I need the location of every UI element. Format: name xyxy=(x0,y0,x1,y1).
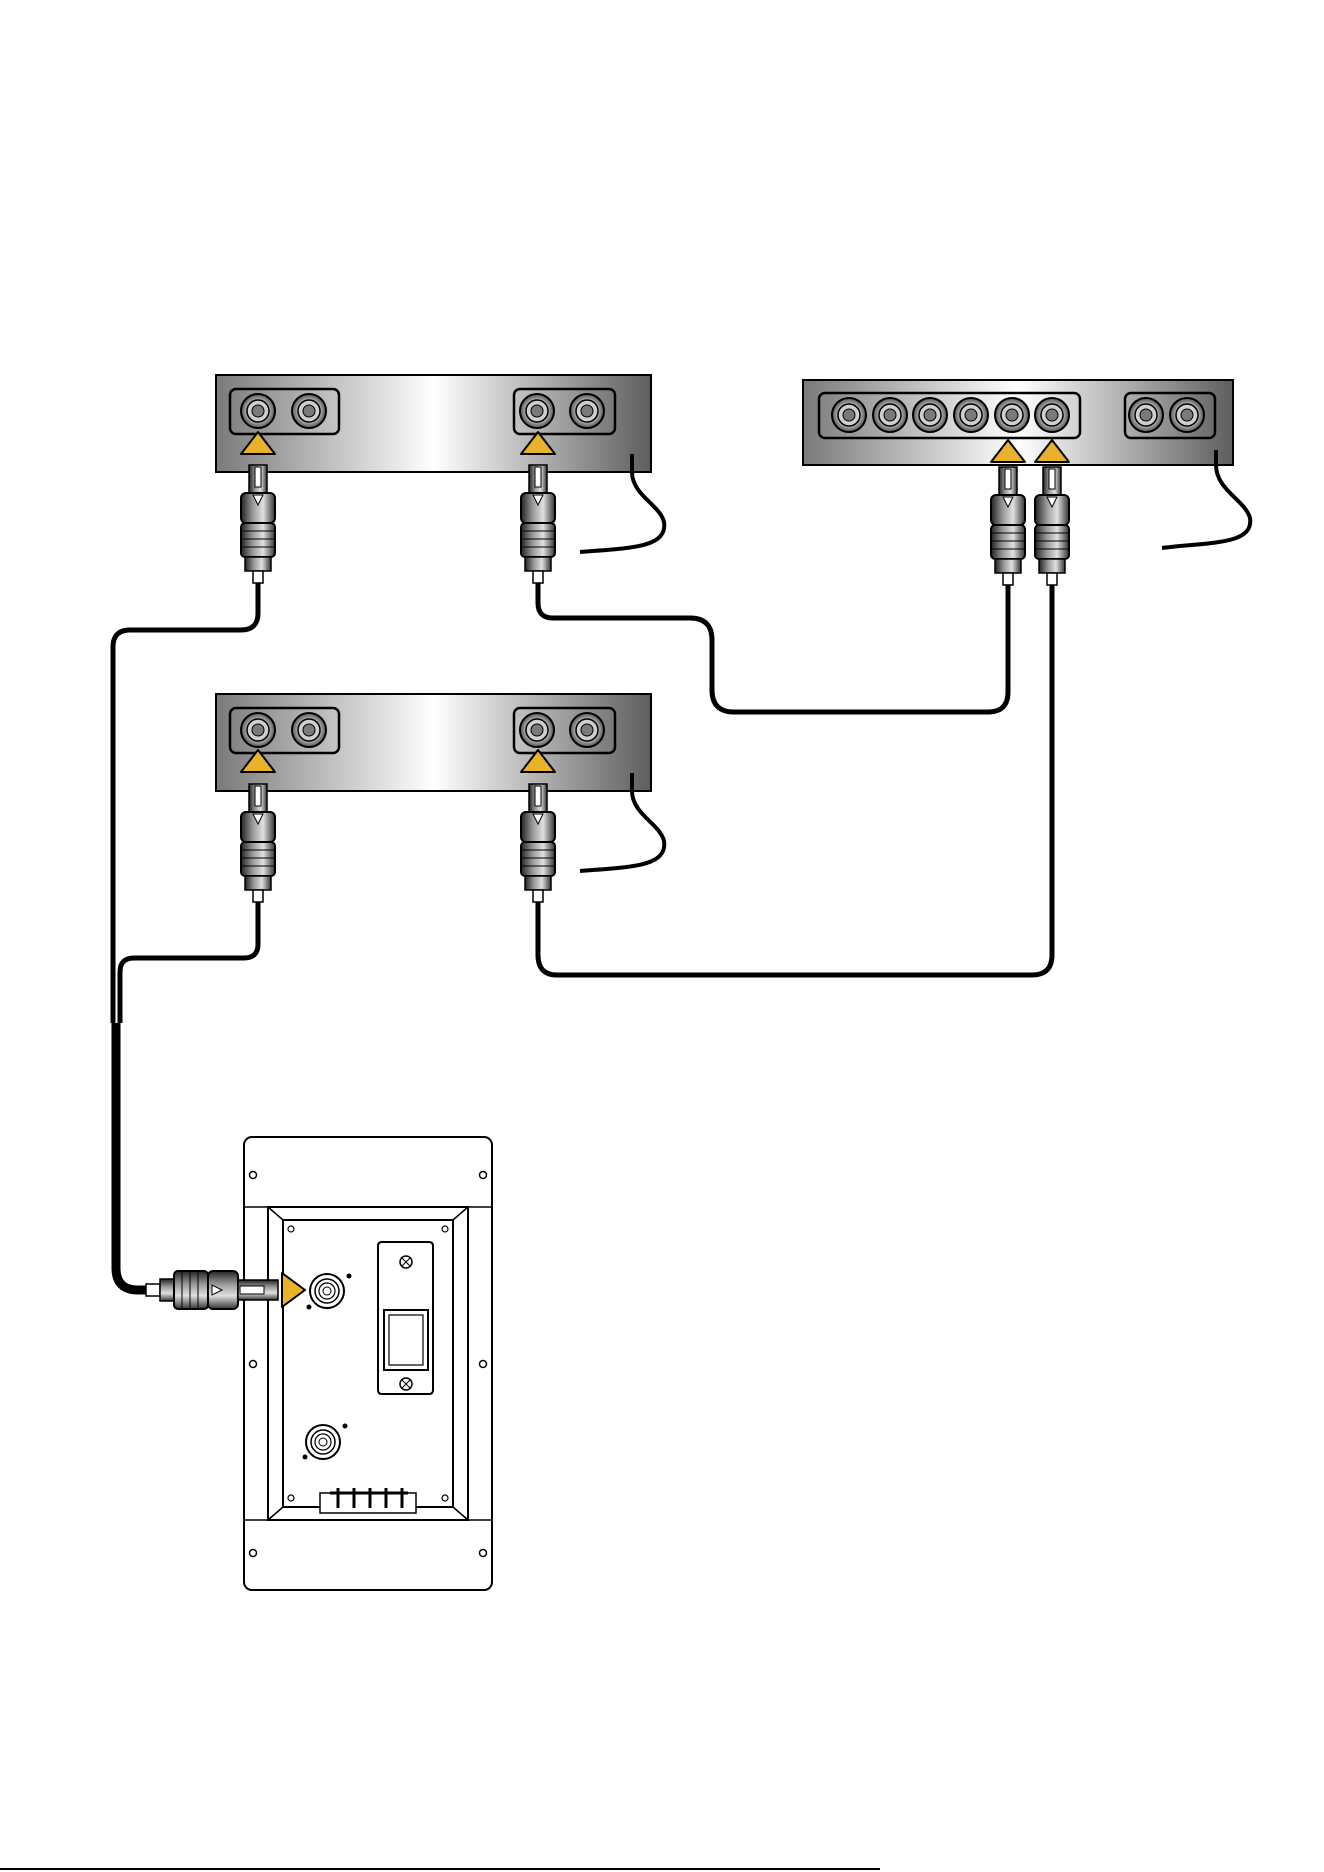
amp-b-output-jack-1[interactable] xyxy=(520,713,554,747)
amp-b-input-plug xyxy=(241,784,275,902)
amplifier-b xyxy=(216,694,651,791)
cable-amp-a-to-processor xyxy=(538,582,1008,712)
amplifier-a xyxy=(216,375,651,472)
amp-a-input-jack-2[interactable] xyxy=(292,394,326,428)
processor-jack-8[interactable] xyxy=(1170,398,1204,432)
cable-bundle-to-subwoofer xyxy=(116,1023,168,1290)
subwoofer-panel xyxy=(244,1137,492,1590)
amp-b-power-cord xyxy=(580,791,664,871)
processor-jack-6[interactable] xyxy=(1035,398,1069,432)
cable-amp-b-input xyxy=(120,900,258,1023)
processor-jack-7[interactable] xyxy=(1129,398,1163,432)
processor-jack-4[interactable] xyxy=(954,398,988,432)
amp-b-input-jack-2[interactable] xyxy=(292,713,326,747)
power-switch-plate xyxy=(378,1242,433,1394)
footer-rule xyxy=(0,1868,880,1870)
processor-jack-2[interactable] xyxy=(873,398,907,432)
amp-a-output-jack-1[interactable] xyxy=(520,394,554,428)
processor-jack-3[interactable] xyxy=(913,398,947,432)
amp-b-output-plug xyxy=(521,784,555,902)
amp-a-output-jack-2[interactable] xyxy=(570,394,604,428)
processor-plug-2 xyxy=(1035,467,1069,585)
processor-plug-1 xyxy=(991,467,1025,585)
terminal-block xyxy=(320,1488,416,1513)
processor-power-cord xyxy=(1162,465,1250,548)
processor-jack-1[interactable] xyxy=(832,398,866,432)
amp-a-power-cord xyxy=(580,472,664,552)
amp-b-input-jack-1[interactable] xyxy=(241,713,275,747)
amp-b-output-jack-2[interactable] xyxy=(570,713,604,747)
amp-a-input-plug xyxy=(241,465,275,583)
processor-jack-5[interactable] xyxy=(995,398,1029,432)
amp-a-output-plug xyxy=(521,465,555,583)
amp-a-input-jack-1[interactable] xyxy=(241,394,275,428)
